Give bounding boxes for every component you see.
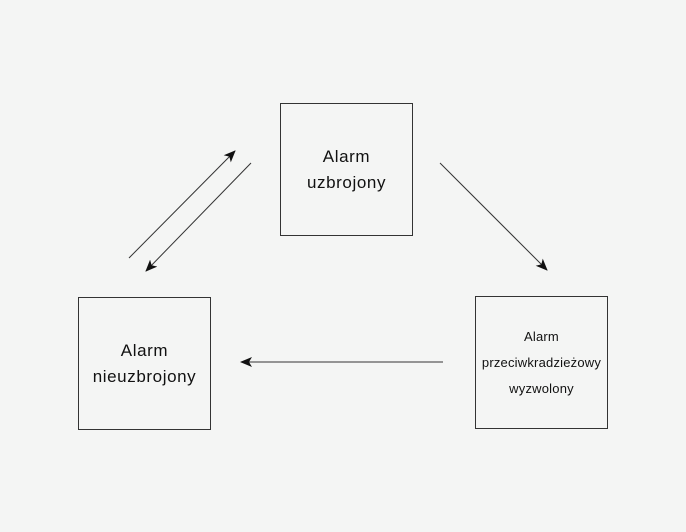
arrow-armed-to-disarmed (145, 162, 252, 272)
state-triggered-line2: przeciwkradzieżowy (481, 354, 602, 370)
state-triggered-line3: wyzwolony (509, 380, 574, 396)
state-armed-line2: uzbrojony (306, 172, 387, 192)
state-disarmed-line2: nieuzbrojony (92, 366, 197, 386)
state-armed-line1: Alarm (322, 146, 371, 166)
state-alarm-armed: Alarm uzbrojony (280, 103, 413, 236)
arrow-disarmed-to-armed (128, 150, 236, 259)
state-alarm-triggered: Alarm przeciwkradzieżowy wyzwolony (475, 296, 608, 429)
state-triggered-line1: Alarm (524, 328, 559, 344)
state-disarmed-line1: Alarm (120, 340, 169, 360)
state-alarm-disarmed: Alarm nieuzbrojony (78, 297, 211, 430)
arrow-armed-to-triggered (439, 162, 548, 271)
